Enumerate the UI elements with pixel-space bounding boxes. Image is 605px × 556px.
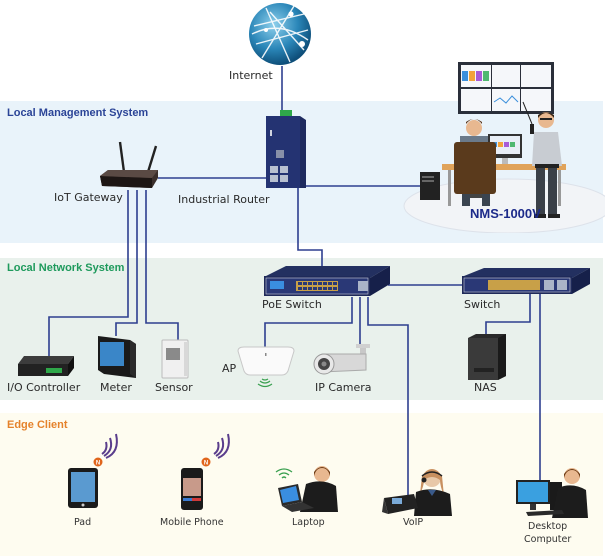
svg-text:N: N: [204, 461, 208, 467]
section-title-local-network: Local Network System: [7, 262, 125, 274]
link-router-poeswitch: [297, 186, 323, 270]
ip-camera-label: IP Camera: [315, 381, 372, 394]
wifi-signal-icon: [101, 433, 118, 459]
wireless-router-icon: [100, 141, 158, 188]
link-switch-nas: [485, 294, 531, 336]
io-controller-label: I/O Controller: [7, 381, 81, 394]
iot-gateway-label: IoT Gateway: [54, 191, 123, 204]
link-poeswitch-ap: [264, 297, 353, 348]
switch-icon: [462, 268, 590, 294]
meter-icon: [98, 336, 136, 378]
link-poeswitch-voip: [367, 297, 409, 495]
nfc-badge-icon: [201, 457, 211, 467]
access-point-icon: [237, 346, 295, 388]
link-gateway-sensor: [145, 190, 179, 340]
desktop-computer-label-line1: Desktop: [528, 521, 568, 532]
poe-switch-icon: [264, 266, 390, 296]
section-title-edge-client: Edge Client: [7, 419, 68, 431]
industrial-router-icon: [266, 110, 306, 188]
mobile-phone-label: Mobile Phone: [160, 517, 224, 528]
internet-label: Internet: [229, 69, 273, 82]
link-gateway-meter: [115, 190, 138, 336]
smartphone-icon: N: [181, 433, 230, 510]
laptop-user-icon: [275, 466, 338, 512]
voip-label: VoIP: [403, 517, 424, 528]
desktop-computer-label: Desktop Computer: [524, 520, 571, 546]
section-title-local-management: Local Management System: [7, 107, 149, 119]
switch-label: Switch: [464, 298, 501, 311]
desktop-user-icon: [516, 468, 588, 518]
link-gateway-iocontroller: [48, 190, 129, 358]
nas-icon: [468, 334, 506, 380]
meter-label: Meter: [100, 381, 132, 394]
wifi-signal-icon: [213, 433, 230, 459]
nas-label: NAS: [474, 381, 497, 394]
nfc-badge-icon: [93, 457, 103, 467]
bullet-camera-icon: [313, 344, 370, 375]
io-controller-icon: [18, 356, 74, 376]
sensor-icon: [161, 339, 189, 379]
nms-1000v-label: NMS-1000V: [470, 206, 541, 221]
network-operations-center-icon: [403, 62, 605, 233]
globe-icon: [249, 3, 311, 65]
voip-phone-user-icon: [382, 469, 452, 516]
industrial-router-label: Industrial Router: [178, 193, 270, 206]
svg-text:N: N: [96, 461, 100, 467]
sensor-label: Sensor: [155, 381, 193, 394]
wifi-signal-icon: [275, 468, 293, 479]
tablet-icon: N: [68, 433, 118, 508]
laptop-label: Laptop: [292, 517, 325, 528]
desktop-computer-label-line2: Computer: [524, 534, 572, 545]
poe-switch-label: PoE Switch: [262, 298, 322, 311]
ap-label: AP: [222, 362, 237, 375]
section-band-edge-client: [0, 413, 603, 556]
pad-label: Pad: [74, 517, 92, 528]
